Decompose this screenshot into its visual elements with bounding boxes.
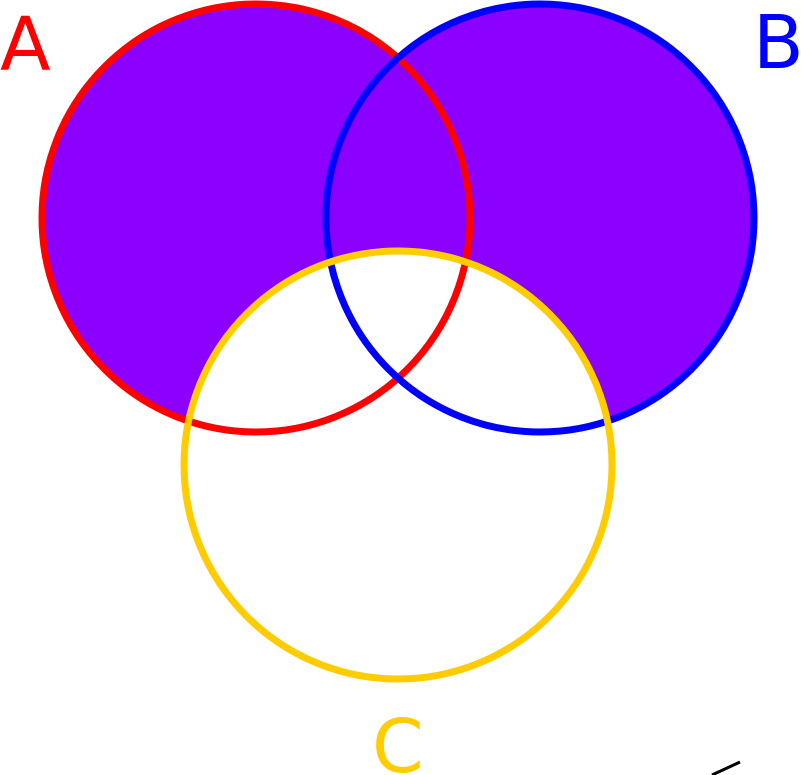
stray-line (711, 760, 741, 775)
set-a-circle (38, 0, 474, 436)
highlight-region (42, 4, 754, 432)
set-c-circle (180, 247, 616, 683)
set-a-label: A (0, 2, 51, 88)
set-b-circle (322, 0, 758, 436)
set-c-label: C (372, 704, 424, 775)
set-b-label: B (753, 0, 801, 86)
